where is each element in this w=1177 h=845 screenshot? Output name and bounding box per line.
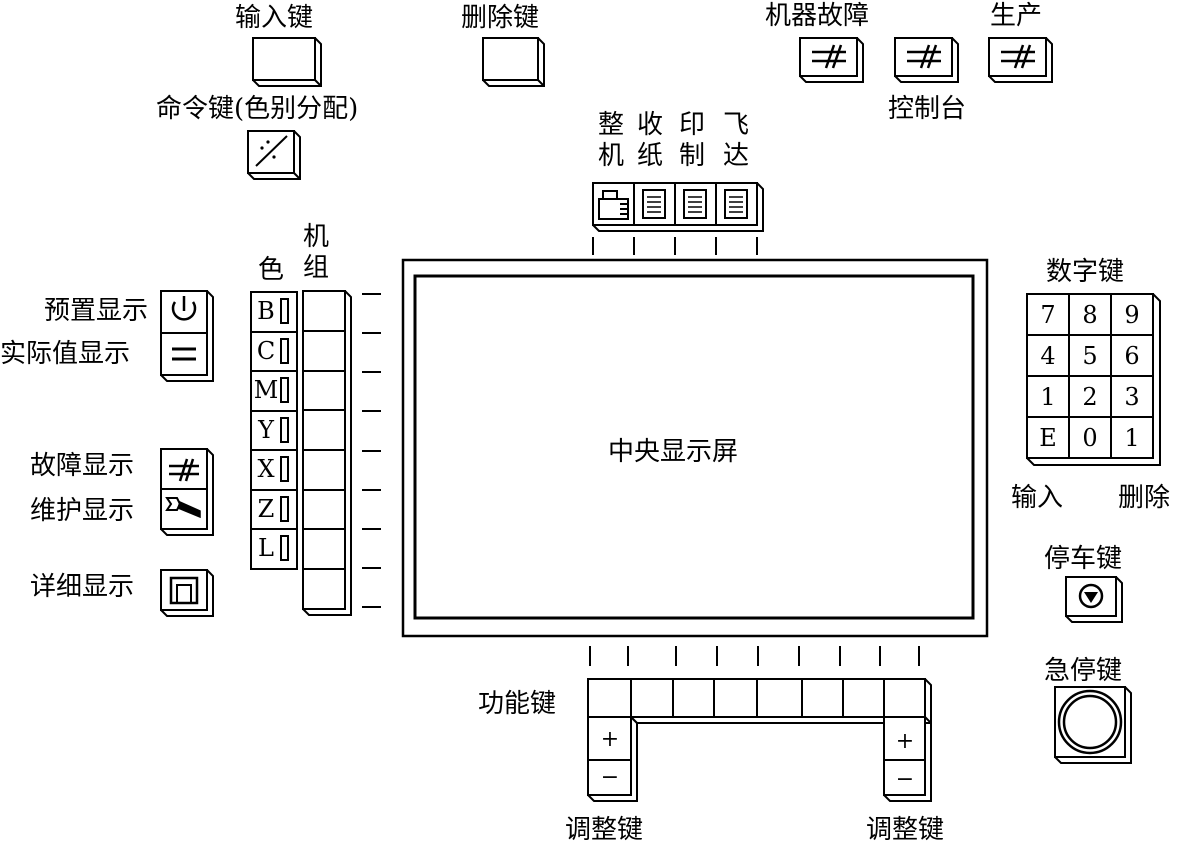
channel-l[interactable]: L [258, 534, 274, 562]
color-channel-column [250, 291, 298, 570]
function-key-label: 功能键 [478, 689, 557, 719]
console-label: 控制台 [888, 94, 967, 124]
console-hash-icon [907, 44, 941, 69]
numeric-keypad [1026, 293, 1161, 466]
maintenance-display-label: 维护显示 [30, 496, 135, 526]
adjust-key-right[interactable] [883, 716, 932, 802]
channel-m[interactable]: M [253, 376, 279, 404]
preset-actual-keys [160, 290, 214, 382]
unit-key-column [302, 290, 381, 616]
actual-display-label: 实际值显示 [0, 339, 131, 369]
unit-keys [592, 182, 764, 255]
wrench-icon[interactable] [165, 497, 201, 519]
console-fault-key[interactable] [894, 37, 959, 83]
unit-column-header: 机组 [302, 222, 329, 283]
numpad-key[interactable]: 1 [1040, 383, 1056, 411]
fault-hash-icon [812, 44, 846, 69]
numpad-input-label: 输入 [1011, 483, 1064, 513]
detail-window-icon [169, 576, 199, 605]
equals-icon[interactable] [172, 347, 196, 361]
power-icon[interactable] [171, 296, 197, 321]
adjust-right-label: 调整键 [866, 815, 945, 845]
function-keys [587, 646, 932, 724]
numpad-key[interactable]: 6 [1124, 342, 1140, 370]
command-key[interactable] [247, 130, 301, 180]
input-key-label: 输入键 [235, 3, 314, 33]
numpad-key[interactable]: 3 [1124, 383, 1140, 411]
stop-key-label: 停车键 [1044, 544, 1123, 574]
adjust-key-left[interactable] [587, 716, 638, 802]
numpad-key[interactable]: 7 [1040, 301, 1056, 329]
screen-title: 中央显示屏 [608, 437, 739, 467]
numpad-delete-label: 删除 [1118, 483, 1171, 513]
channel-y[interactable]: Y [258, 416, 274, 444]
command-slash-icon [255, 135, 288, 167]
numpad-key[interactable]: 5 [1082, 342, 1098, 370]
unit-label-printing: 印制 [678, 110, 705, 171]
delivery-unit-key[interactable] [642, 189, 666, 219]
numpad-key[interactable]: 1 [1124, 424, 1140, 452]
machine-unit-key[interactable] [598, 190, 629, 220]
adjust-left-label: 调整键 [565, 815, 644, 845]
production-hash-icon [1001, 44, 1035, 69]
unit-label-feeder: 飞达 [722, 110, 749, 171]
printing-unit-key[interactable] [683, 189, 707, 219]
unit-label-machine: 整机 [597, 110, 624, 171]
fault-display-hash-icon[interactable] [169, 458, 199, 482]
channel-x[interactable]: X [257, 455, 275, 483]
detail-display-label: 详细显示 [30, 572, 135, 602]
input-key[interactable] [252, 37, 322, 87]
stop-key[interactable] [1065, 576, 1123, 623]
detail-display-key[interactable] [160, 569, 214, 617]
numpad-key[interactable]: 0 [1082, 424, 1098, 452]
numpad-key[interactable]: 4 [1040, 342, 1056, 370]
channel-c[interactable]: C [256, 337, 276, 365]
color-column-header: 色 [258, 255, 285, 285]
numpad-key[interactable]: 8 [1082, 301, 1098, 329]
adjust-right-minus[interactable]: − [895, 767, 915, 792]
emergency-stop-label: 急停键 [1044, 656, 1123, 686]
numpad-key[interactable]: E [1039, 424, 1057, 452]
numpad-key[interactable]: 9 [1124, 301, 1140, 329]
machine-fault-label: 机器故障 [765, 1, 870, 31]
stop-triangle-icon [1078, 583, 1104, 609]
preset-display-label: 预置显示 [44, 296, 149, 326]
numpad-key[interactable]: 2 [1082, 383, 1098, 411]
production-key[interactable] [988, 37, 1053, 83]
command-key-label: 命令键(色别分配) [156, 94, 359, 124]
adjust-left-minus[interactable]: − [600, 765, 620, 790]
central-display-screen [401, 258, 989, 638]
unit-label-delivery: 收纸 [636, 110, 663, 171]
numpad-title: 数字键 [1046, 257, 1125, 287]
emergency-stop-key[interactable] [1054, 686, 1132, 764]
production-label: 生产 [990, 1, 1043, 31]
fault-display-label: 故障显示 [30, 451, 135, 481]
delete-key[interactable] [482, 37, 545, 87]
channel-b[interactable]: B [257, 297, 275, 325]
machine-fault-key[interactable] [799, 37, 864, 83]
adjust-right-plus[interactable]: + [895, 729, 915, 754]
feeder-unit-key[interactable] [724, 189, 748, 219]
channel-z[interactable]: Z [257, 495, 275, 523]
adjust-left-plus[interactable]: + [600, 727, 620, 752]
fault-maintenance-keys [160, 448, 214, 536]
delete-key-label: 删除键 [461, 3, 540, 33]
